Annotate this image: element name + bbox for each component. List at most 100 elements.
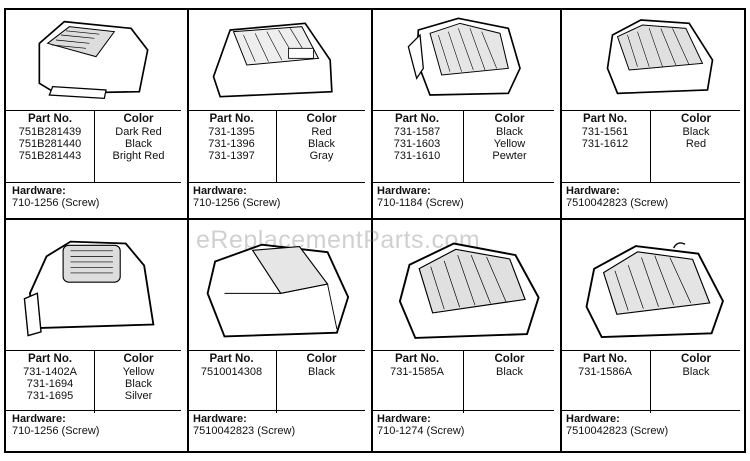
part-no-header: Part No.	[209, 113, 254, 125]
part-number: 731-1561	[581, 126, 629, 138]
color-header: Color	[680, 113, 712, 125]
shroud-illustration	[6, 218, 181, 350]
hardware-label: Hardware:	[12, 413, 66, 425]
hardware-value: 710-1274 (Screw)	[377, 425, 465, 437]
color-value: Yellow	[493, 138, 526, 150]
color-value: Bright Red	[112, 150, 165, 162]
color-header: Color	[306, 353, 337, 365]
part-number: 731-1612	[581, 138, 629, 150]
grid-divider	[187, 10, 189, 451]
hardware-section: Hardware:7510042823 (Screw)	[560, 182, 740, 215]
part-number: 731-1585A	[390, 366, 444, 378]
color-value: Red	[685, 138, 707, 150]
part-number: 731-1603	[393, 138, 441, 150]
grid-divider	[6, 218, 744, 220]
hardware-section: Hardware:710-1256 (Screw)	[6, 410, 181, 444]
hardware-value: 710-1184 (Screw)	[377, 197, 464, 209]
hardware-label: Hardware:	[193, 413, 247, 425]
color-value: Pewter	[492, 150, 527, 162]
hardware-section: Hardware:710-1184 (Screw)	[371, 182, 554, 215]
part-number: 751B281439	[18, 126, 82, 138]
part-number: 751B281440	[18, 138, 82, 150]
shroud-illustration	[560, 10, 740, 110]
hardware-section: Hardware:710-1256 (Screw)	[187, 182, 365, 215]
hardware-value: 7510042823 (Screw)	[566, 425, 669, 437]
color-value: Black	[125, 138, 152, 150]
hardware-label: Hardware:	[377, 413, 431, 425]
hardware-value: 710-1256 (Screw)	[12, 197, 100, 209]
hardware-label: Hardware:	[566, 413, 620, 425]
part-number: 731-1397	[208, 150, 255, 162]
part-no-header: Part No.	[27, 113, 73, 125]
part-number: 731-1587	[393, 126, 441, 138]
hardware-section: Hardware:710-1256 (Screw)	[6, 182, 181, 215]
part-number: 731-1694	[26, 378, 74, 390]
part-no-header: Part No.	[582, 353, 628, 365]
color-value: Black	[125, 378, 152, 390]
hardware-value: 7510042823 (Screw)	[566, 197, 669, 209]
part-no-column: Part No.731-1586A	[560, 351, 650, 413]
hardware-label: Hardware:	[193, 185, 247, 197]
part-number: 751B281443	[18, 150, 82, 162]
color-header: Color	[123, 353, 154, 365]
part-no-column: Part No.731-1585A	[371, 351, 463, 413]
hardware-section: Hardware:710-1274 (Screw)	[371, 410, 554, 444]
shroud-illustration	[187, 218, 365, 350]
hardware-label: Hardware:	[566, 185, 620, 197]
color-value: Red	[311, 126, 332, 138]
shroud-illustration	[560, 218, 740, 350]
color-header: Color	[494, 353, 525, 365]
grid-divider	[560, 10, 562, 451]
grid-divider	[371, 10, 373, 451]
color-header: Color	[306, 113, 337, 125]
hardware-value: 7510042823 (Screw)	[193, 425, 296, 437]
color-value: Black	[308, 138, 335, 150]
part-number: 731-1402A	[23, 366, 77, 378]
shroud-illustration	[371, 10, 554, 110]
color-value: Dark Red	[115, 126, 162, 138]
part-number: 731-1396	[208, 138, 255, 150]
color-value: Silver	[124, 390, 153, 402]
hardware-section: Hardware:7510042823 (Screw)	[187, 410, 365, 444]
part-no-header: Part No.	[27, 353, 73, 365]
part-no-header: Part No.	[394, 113, 440, 125]
color-value: Black	[682, 366, 710, 378]
color-value: Black	[496, 126, 523, 138]
part-no-header: Part No.	[394, 353, 440, 365]
color-value: Black	[682, 126, 710, 138]
shroud-illustration	[6, 10, 181, 110]
shroud-illustration	[371, 218, 554, 350]
part-number: 731-1586A	[578, 366, 632, 378]
color-header: Color	[123, 113, 154, 125]
color-header: Color	[680, 353, 712, 365]
color-value: Black	[308, 366, 335, 378]
hardware-value: 710-1256 (Screw)	[12, 425, 100, 437]
part-no-header: Part No.	[209, 353, 254, 365]
part-no-column: Part No.7510014308	[187, 351, 276, 413]
